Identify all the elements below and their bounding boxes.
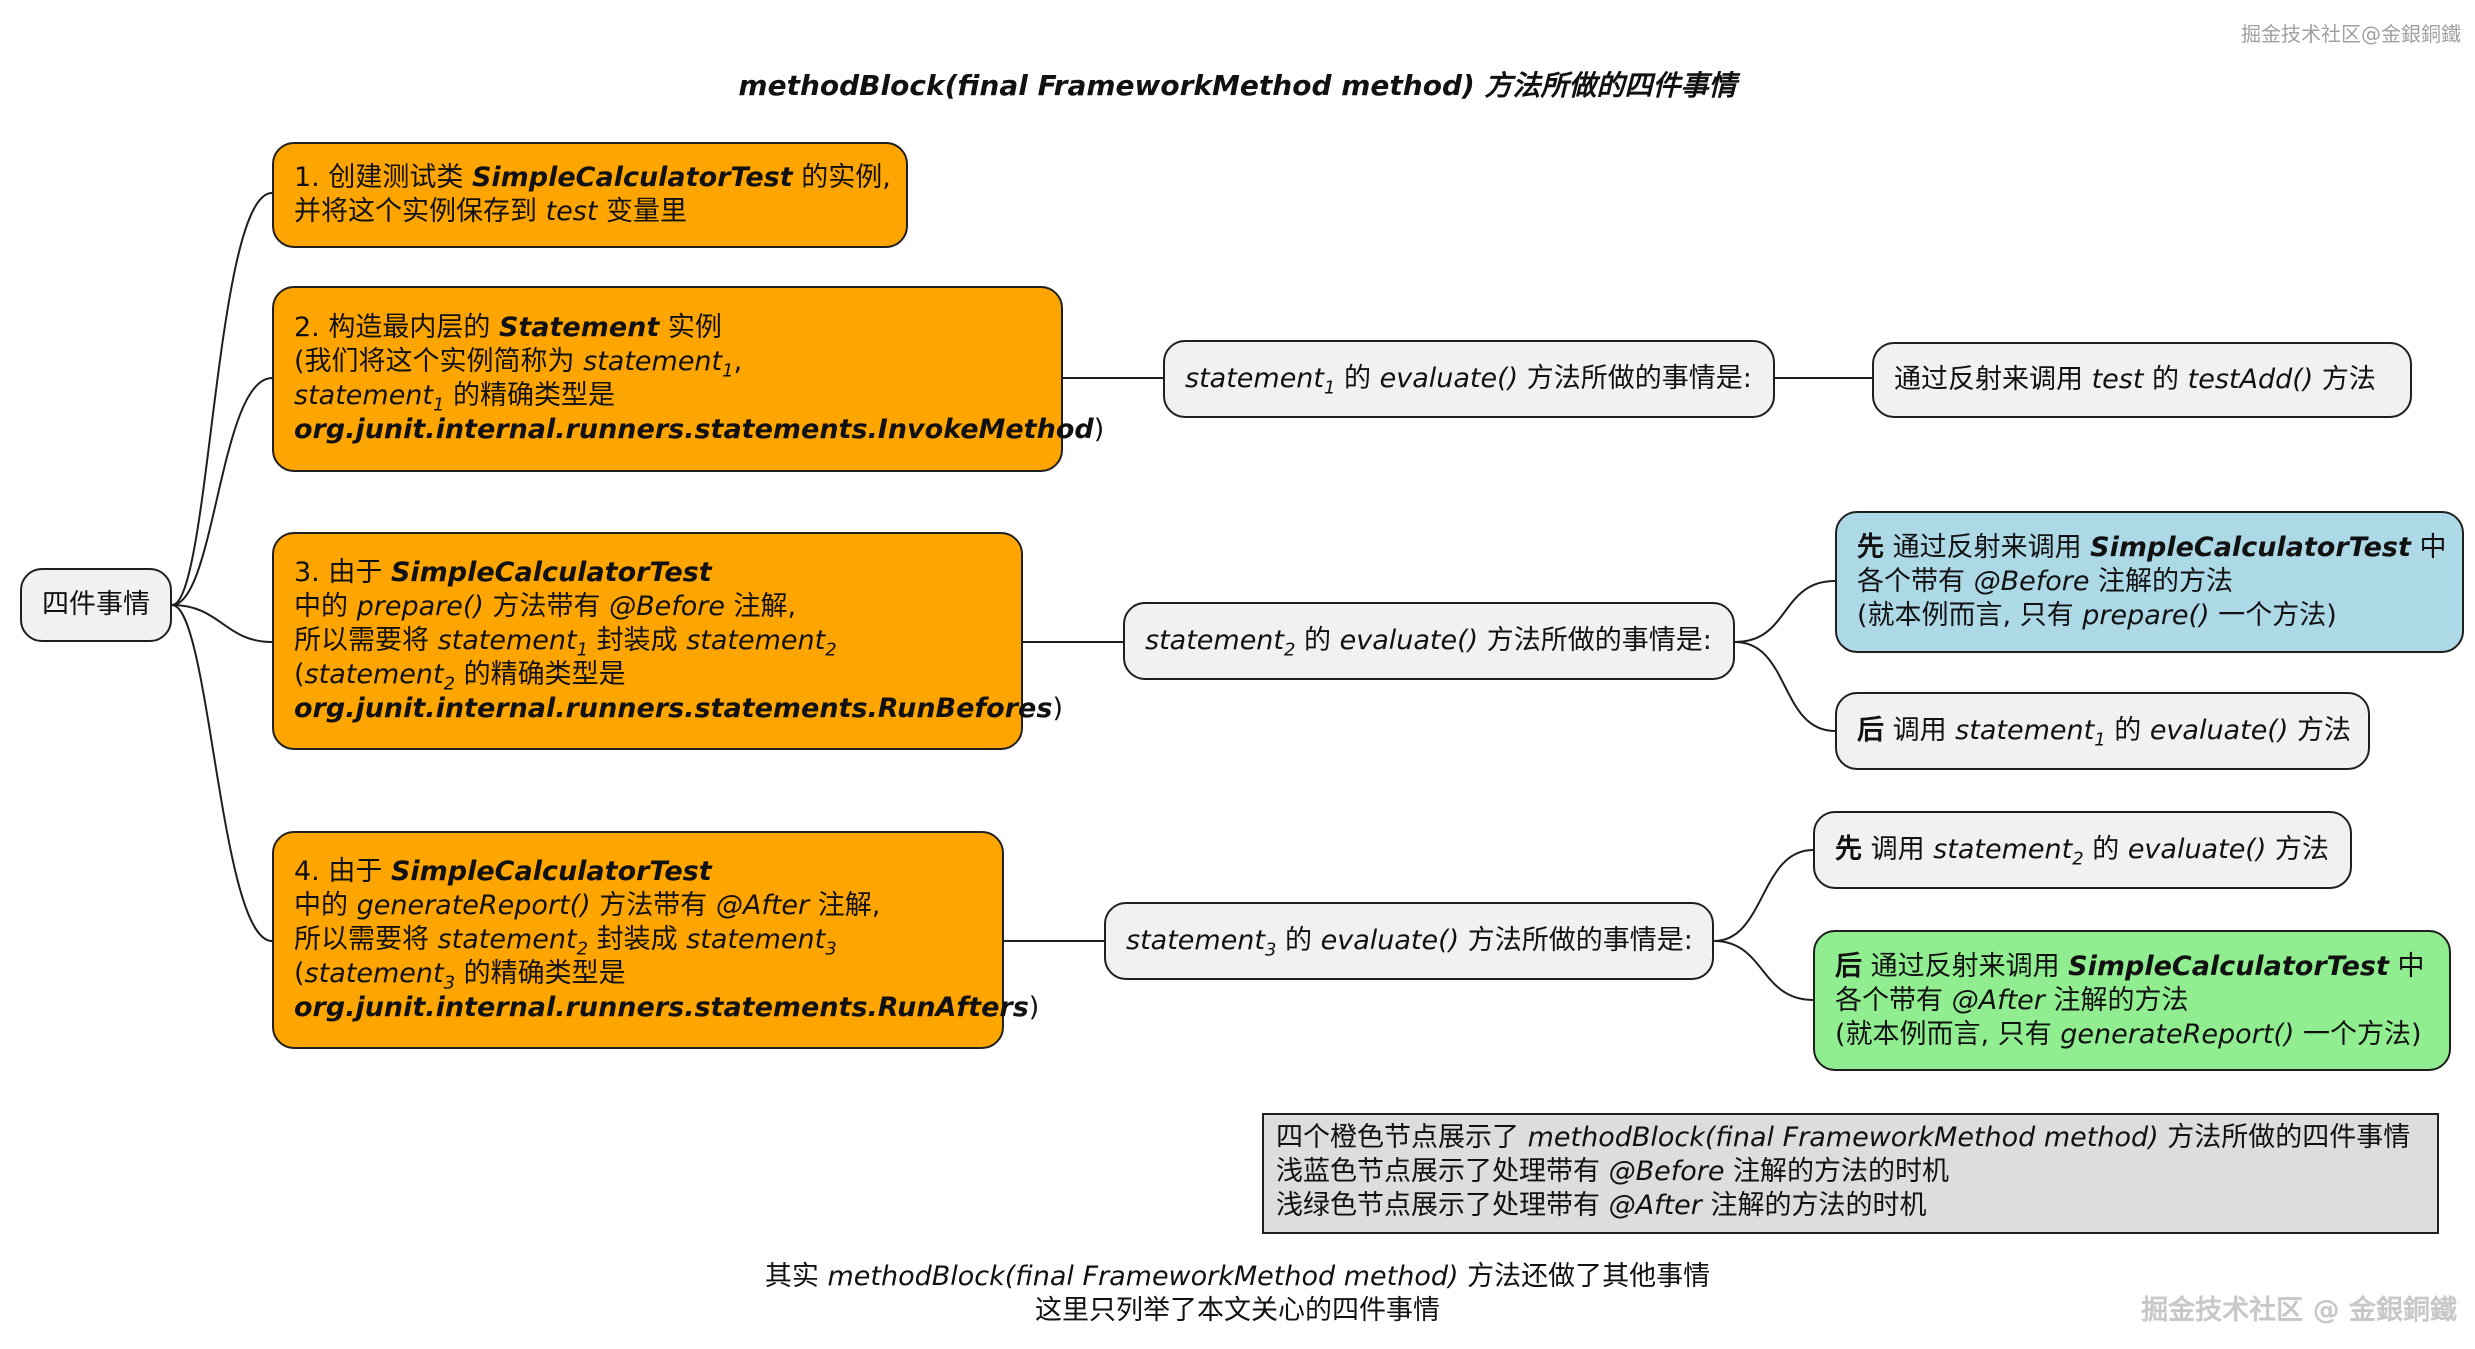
link-root-step3 [171, 604, 273, 643]
step3-line5: org.junit.internal.runners.statements.Ru… [294, 693, 1063, 724]
leaf2b-text: 后 调用 statement1 的 evaluate() 方法 [1857, 715, 2351, 751]
type-runafters: org.junit.internal.runners.statements.Ru… [294, 992, 1029, 1023]
title-text: methodBlock(final FrameworkMethod method… [738, 69, 1737, 102]
link-eval2-leaf2b [1734, 641, 1836, 732]
leaf1-text: 通过反射来调用 test 的 testAdd() 方法 [1894, 364, 2376, 395]
eval1-text: statement1 的 evaluate() 方法所做的事情是: [1185, 363, 1752, 399]
eval3-text: statement3 的 evaluate() 方法所做的事情是: [1126, 925, 1693, 961]
legend-line3: 浅绿色节点展示了处理带有 @After 注解的方法的时机 [1276, 1190, 1927, 1221]
watermark-top: 掘金技术社区@金銀銅鐵 [2241, 22, 2461, 46]
legend-box: 四个橙色节点展示了 methodBlock(final FrameworkMet… [1262, 1113, 2439, 1234]
link-eval2-leaf2a [1734, 580, 1836, 643]
step4-line4: (statement3 的精确类型是 [294, 958, 626, 994]
leaf2b-node: 后 调用 statement1 的 evaluate() 方法 [1835, 692, 2370, 770]
link-eval3-leaf3b [1713, 940, 1814, 1001]
diagram-caption: 其实 methodBlock(final FrameworkMethod met… [0, 1260, 2475, 1328]
step3-line1: 3. 由于 SimpleCalculatorTest [294, 557, 712, 588]
root-node: 四件事情 [20, 568, 172, 642]
eval1-node: statement1 的 evaluate() 方法所做的事情是: [1163, 340, 1775, 418]
step1-line2: 并将这个实例保存到 test 变量里 [294, 196, 688, 227]
eval3-node: statement3 的 evaluate() 方法所做的事情是: [1104, 902, 1714, 980]
leaf3b-line1: 后 通过反射来调用 SimpleCalculatorTest 中 [1835, 950, 2425, 982]
step3-line3: 所以需要将 statement1 封装成 statement2 [294, 625, 837, 661]
step3-line4: (statement2 的精确类型是 [294, 659, 626, 695]
link-root-step1 [171, 192, 273, 606]
step2-line1: 2. 构造最内层的 Statement 实例 [294, 312, 722, 343]
leaf3a-node: 先 调用 statement2 的 evaluate() 方法 [1813, 811, 2352, 889]
leaf3b-line2: 各个带有 @After 注解的方法 [1835, 984, 2189, 1016]
step2-node: 2. 构造最内层的 Statement 实例 (我们将这个实例简称为 state… [272, 286, 1105, 472]
step3-node: 3. 由于 SimpleCalculatorTest 中的 prepare() … [272, 532, 1063, 750]
eval2-node: statement2 的 evaluate() 方法所做的事情是: [1123, 602, 1735, 680]
step4-node: 4. 由于 SimpleCalculatorTest 中的 generateRe… [272, 831, 1040, 1049]
step1-line1: 1. 创建测试类 SimpleCalculatorTest 的实例, [294, 162, 891, 193]
step2-line4: org.junit.internal.runners.statements.In… [294, 414, 1105, 445]
leaf2a-line3: (就本例而言, 只有 prepare() 一个方法) [1857, 600, 2337, 631]
caption-line1: 其实 methodBlock(final FrameworkMethod met… [764, 1261, 1711, 1292]
root-label: 四件事情 [42, 589, 150, 620]
legend-line1: 四个橙色节点展示了 methodBlock(final FrameworkMet… [1276, 1122, 2411, 1153]
step4-line2: 中的 generateReport() 方法带有 @After 注解, [294, 890, 881, 921]
step4-line1: 4. 由于 SimpleCalculatorTest [294, 856, 712, 887]
leaf1-node: 通过反射来调用 test 的 testAdd() 方法 [1872, 342, 2412, 418]
step2-line2: (我们将这个实例简称为 statement1, [294, 346, 743, 382]
watermark-bottom: 掘金技术社区 @ 金銀銅鐵 [2141, 1295, 2457, 1326]
step3-line2: 中的 prepare() 方法带有 @Before 注解, [294, 591, 797, 622]
legend-line2: 浅蓝色节点展示了处理带有 @Before 注解的方法的时机 [1276, 1156, 1950, 1187]
leaf3b-node: 后 通过反射来调用 SimpleCalculatorTest 中 各个带有 @A… [1813, 930, 2451, 1071]
link-root-step2 [171, 377, 273, 606]
type-runbefores: org.junit.internal.runners.statements.Ru… [294, 693, 1053, 724]
leaf3a-text: 先 调用 statement2 的 evaluate() 方法 [1835, 834, 2329, 870]
step4-line3: 所以需要将 statement2 封装成 statement3 [294, 924, 837, 960]
caption-line2: 这里只列举了本文关心的四件事情 [1035, 1295, 1440, 1326]
diagram-title: methodBlock(final FrameworkMethod method… [0, 64, 2475, 104]
step2-line3: statement1 的精确类型是 [294, 380, 616, 416]
step4-line5: org.junit.internal.runners.statements.Ru… [294, 992, 1040, 1023]
var-test: test [545, 196, 598, 227]
step1-node: 1. 创建测试类 SimpleCalculatorTest 的实例, 并将这个实… [272, 142, 908, 248]
link-root-step4 [171, 604, 273, 942]
leaf2a-line1: 先 通过反射来调用 SimpleCalculatorTest 中 [1857, 532, 2447, 563]
class-name: SimpleCalculatorTest [471, 162, 793, 193]
link-eval3-leaf3a [1713, 849, 1814, 942]
eval2-text: statement2 的 evaluate() 方法所做的事情是: [1145, 625, 1712, 661]
leaf2a-line2: 各个带有 @Before 注解的方法 [1857, 566, 2234, 597]
leaf2a-node: 先 通过反射来调用 SimpleCalculatorTest 中 各个带有 @B… [1835, 511, 2464, 653]
leaf3b-line3: (就本例而言, 只有 generateReport() 一个方法) [1835, 1018, 2422, 1050]
type-invokemethod: org.junit.internal.runners.statements.In… [294, 414, 1094, 445]
